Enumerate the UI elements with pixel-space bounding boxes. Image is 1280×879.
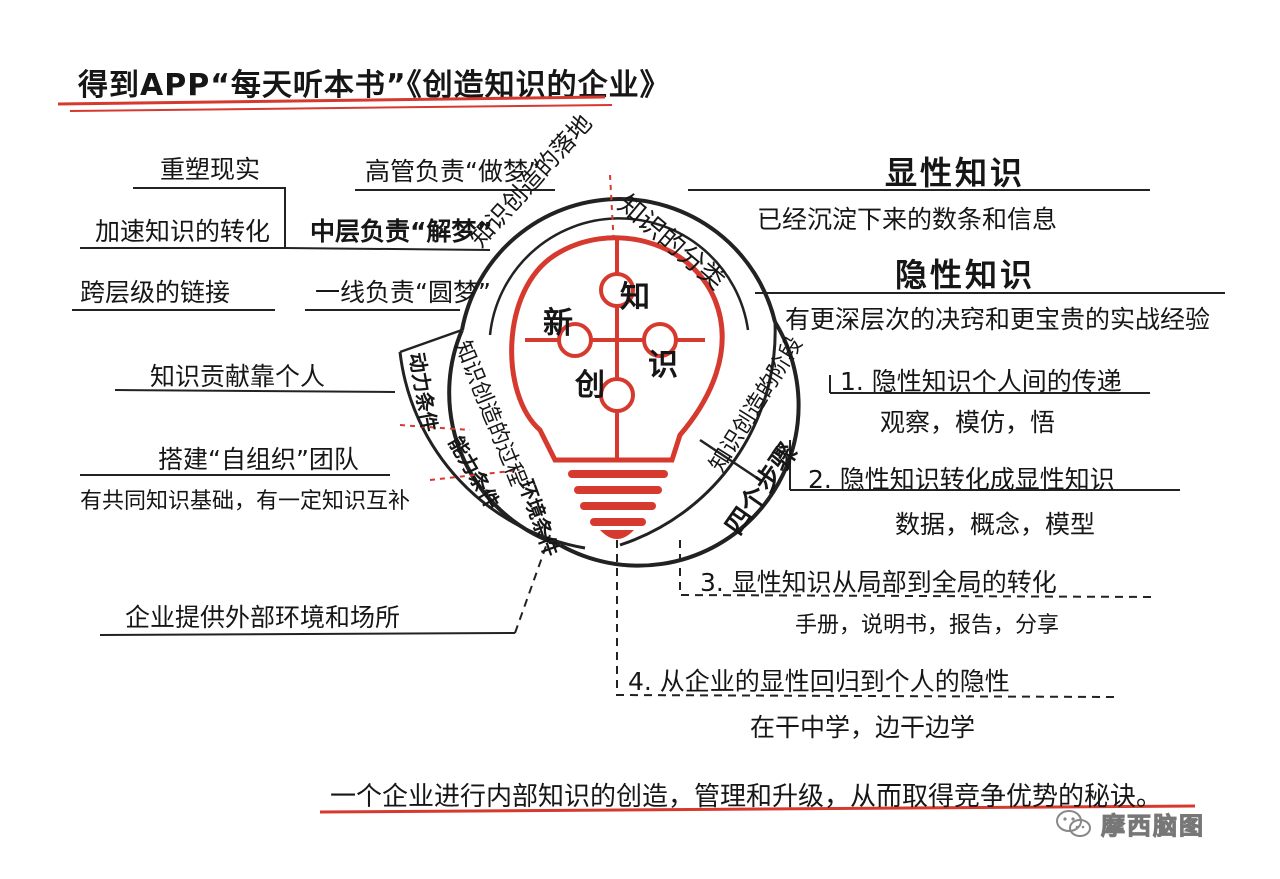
left-cross-level: 跨层级的链接 — [80, 278, 231, 307]
outer-ring-right — [619, 321, 777, 547]
branch-line — [114, 389, 396, 393]
bottom-underline — [319, 804, 1196, 814]
left-frontline: 一线负责“圆梦” — [315, 278, 491, 307]
outer-ring-big — [398, 351, 586, 550]
summary-text: 一个企业进行内部知识的创造，管理和升级，从而取得竞争优势的秘诀。 — [330, 782, 1163, 812]
step-4-sub: 在干中学，边干边学 — [750, 713, 976, 742]
bulb-char-chuang: 创 — [575, 368, 605, 403]
ring-divider — [399, 328, 463, 354]
dashed-connector — [514, 534, 551, 634]
left-team-basis: 有共同知识基础，有一定知识互补 — [80, 489, 411, 514]
left-accelerate: 加速知识的转化 — [95, 217, 271, 246]
left-reshape: 重塑现实 — [160, 155, 261, 184]
step-2-sub: 数据，概念，模型 — [895, 510, 1096, 539]
left-team: 搭建“自组织”团队 — [158, 445, 359, 474]
outer-ring-lower — [559, 320, 801, 568]
step-1-sub: 观察，模仿，悟 — [880, 408, 1056, 437]
ring-divider — [399, 424, 471, 431]
step-1: 1. 隐性知识个人间的传递 — [840, 367, 1122, 396]
bulb-char-shi: 识 — [648, 348, 678, 383]
watermark: 摩西脑图 — [1055, 806, 1205, 841]
title-underline — [57, 95, 606, 106]
step-4: 4. 从企业的显性回归到个人的隐性 — [628, 667, 1010, 696]
bulb-char-xin: 新 — [543, 306, 573, 341]
dashed-connector — [616, 540, 1116, 698]
left-middle: 中层负责“解梦” — [310, 217, 493, 246]
branch-line — [284, 247, 491, 251]
branch-line — [99, 632, 516, 636]
title-underline-2 — [69, 104, 613, 112]
branch-connector — [133, 187, 286, 248]
watermark-text: 摩西脑图 — [1101, 812, 1205, 841]
ring-divider — [699, 438, 761, 482]
left-enterprise: 企业提供外部环境和场所 — [125, 603, 401, 632]
tacit-desc: 有更深层次的决窍和更宝贵的实战经验 — [785, 305, 1211, 334]
light-bulb — [509, 235, 725, 539]
inner-ring — [488, 217, 750, 336]
step-3-sub: 手册，说明书，报告，分享 — [795, 613, 1060, 638]
outer-ring — [460, 197, 777, 331]
left-senior: 高管负责“做梦” — [365, 157, 541, 186]
explicit-desc: 已经沉淀下来的数条和信息 — [757, 205, 1058, 234]
explicit-title: 显性知识 — [885, 154, 1026, 192]
bulb-char-zhi: 知 — [620, 280, 650, 315]
step-3: 3. 显性知识从局部到全局的转化 — [700, 568, 1057, 597]
step-2: 2. 隐性知识转化成显性知识 — [808, 465, 1115, 494]
tacit-title: 隐性知识 — [895, 256, 1036, 294]
left-contribution: 知识贡献靠个人 — [150, 362, 326, 391]
wechat-icon — [1056, 809, 1091, 837]
